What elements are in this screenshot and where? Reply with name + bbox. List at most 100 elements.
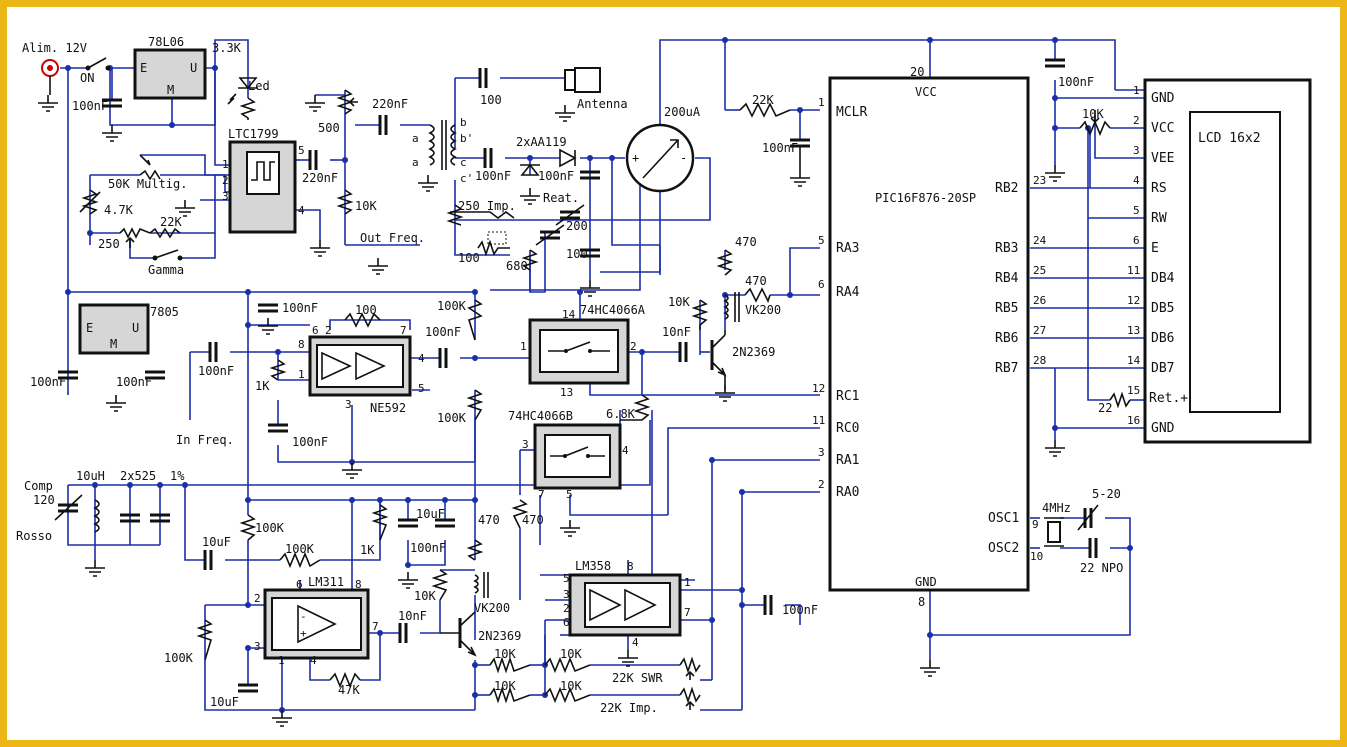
crystal-label: 4MHz xyxy=(1042,501,1071,515)
tap-a2: a xyxy=(412,156,419,169)
pic-pin-name: RC1 xyxy=(836,389,859,404)
lcd-pin-num: 4 xyxy=(1133,174,1140,187)
reg1-label: 78L06 xyxy=(148,35,184,49)
lcd-pin-name: VCC xyxy=(1151,121,1174,136)
lm311-pin-1: 1 xyxy=(278,654,285,667)
pic-pin-num: 28 xyxy=(1033,354,1046,367)
gamma-label: Gamma xyxy=(148,263,184,277)
swb-pin-7: 7 xyxy=(538,488,545,501)
ground-symbols xyxy=(38,95,1065,727)
r-680-label: 680 xyxy=(506,259,528,273)
lcd-pin-name: DB4 xyxy=(1151,271,1175,286)
mcu-pic16f876 xyxy=(828,76,1030,592)
swa-pin-1: 1 xyxy=(520,340,527,353)
lcd-pin-name: RS xyxy=(1151,181,1167,196)
r-6k8-label: 6.8K xyxy=(606,407,636,421)
t1-choke-label: VK200 xyxy=(745,303,781,317)
pic-pin-name: OSC1 xyxy=(988,511,1019,526)
lm311-pin-8: 8 xyxy=(355,578,362,591)
ltc-pin-1: 1 xyxy=(222,158,229,171)
out-freq-label: Out Freq. xyxy=(360,231,425,245)
cap-100nf-c-label: 100nF xyxy=(538,169,574,183)
led-icon xyxy=(227,77,258,105)
reg1-out-label: U xyxy=(190,61,197,75)
tap-a1: a xyxy=(412,132,419,145)
lcd-pin-name: DB5 xyxy=(1151,301,1174,316)
npo-label: 22 NPO xyxy=(1080,561,1123,575)
pic-pin-num: 1 xyxy=(818,96,825,109)
r-250-imp-label: 250 Imp. xyxy=(458,199,516,213)
ltc-pin-5: 5 xyxy=(298,144,305,157)
pic-pin-num: 10 xyxy=(1030,550,1043,563)
antenna-connector-icon xyxy=(564,67,601,93)
crystal-4mhz-icon xyxy=(1044,517,1064,547)
cap-100nf-label: 100nF xyxy=(72,99,108,113)
pic-pin-num: 6 xyxy=(818,278,825,291)
svg-text:-: - xyxy=(300,610,307,623)
lcd-pin-name: GND xyxy=(1151,91,1175,106)
ne592-pin-7: 7 xyxy=(400,324,407,337)
tol-label: 1% xyxy=(170,469,185,483)
r10k-a-label: 10K xyxy=(494,647,516,661)
pic-pin-num: 23 xyxy=(1033,174,1046,187)
lm358-pin-7: 7 xyxy=(684,606,691,619)
trimmer-5-20-label: 5-20 xyxy=(1092,487,1121,501)
r10k-b-label: 10K xyxy=(560,647,582,661)
pic-pin-num: 11 xyxy=(812,414,825,427)
lcd-pin-num: 11 xyxy=(1127,264,1140,277)
mclr-r-label: 22K xyxy=(752,93,774,107)
mixer-c-bypass-label: 100nF xyxy=(292,435,328,449)
lcd-pin-num: 15 xyxy=(1127,384,1140,397)
lm358-pin-2: 2 xyxy=(563,602,570,615)
swa-pin-13: 13 xyxy=(560,386,573,399)
choke-vk200-2-icon xyxy=(473,572,489,598)
swb-pin-4: 4 xyxy=(622,444,629,457)
caps-2x525-label: 2x525 xyxy=(120,469,156,483)
components: +- xyxy=(41,48,1312,710)
switch-a-label: 74HC4066A xyxy=(580,303,646,317)
svg-text:-: - xyxy=(680,151,687,165)
in-freq-label: In Freq. xyxy=(176,433,234,447)
pic-pin-name: RB2 xyxy=(995,181,1018,196)
lcd-pin-name: DB7 xyxy=(1151,361,1174,376)
lm311-c10uf-c-label: 10uF xyxy=(210,695,239,709)
pic-pin-name: MCLR xyxy=(836,105,867,120)
swb-pin-5: 5 xyxy=(566,488,573,501)
mixer-r-100k-b-label: 100K xyxy=(437,411,467,425)
wires xyxy=(60,39,1145,711)
mixer-r-1k-label: 1K xyxy=(255,379,270,393)
cap-100-label: 100 xyxy=(480,93,502,107)
trimmer-250-label: 250 xyxy=(98,237,120,251)
r-100-label: 100 xyxy=(458,251,480,265)
meter-label: 200uA xyxy=(664,105,701,119)
pic-pin-name: RB6 xyxy=(995,331,1018,346)
r-22k-label: 22K xyxy=(160,215,182,229)
lm311-label: LM311 xyxy=(308,575,344,589)
mclr-c-label: 100nF xyxy=(762,141,798,155)
ne592-pin-4: 4 xyxy=(418,352,425,365)
tap-c2: c' xyxy=(460,172,473,185)
lm358-pin-6: 6 xyxy=(563,616,570,629)
mixer-r-100k-a-label: 100K xyxy=(437,299,467,313)
lm311-r100k-c-label: 100K xyxy=(164,651,194,665)
lm311-c10uf-b-label: 10uF xyxy=(416,507,445,521)
lm358-pin-1: 1 xyxy=(684,576,691,589)
r10k-d-label: 10K xyxy=(560,679,582,693)
lcd-pin-num: 1 xyxy=(1133,84,1140,97)
antenna-label: Antenna xyxy=(577,97,628,111)
lcd-pin-name: Ret.+ xyxy=(1149,391,1188,406)
r-10k-label: 10K xyxy=(355,199,377,213)
ne592-label: NE592 xyxy=(370,401,406,415)
pic-pin-num: 26 xyxy=(1033,294,1046,307)
tap-c: c xyxy=(460,156,467,169)
pic-pin-num: 9 xyxy=(1032,518,1039,531)
lcd-pin-num: 5 xyxy=(1133,204,1140,217)
lcd-r-label: 22 xyxy=(1098,401,1112,415)
r-4k7-label: 4.7K xyxy=(104,203,134,217)
lcd-pin-name: DB6 xyxy=(1151,331,1174,346)
inductor-10uh-icon xyxy=(93,499,100,533)
reg1-in-label: E xyxy=(140,61,147,75)
mcu-gnd-label: GND xyxy=(915,575,937,589)
transistor-2n2369-1 xyxy=(710,330,727,385)
lcd-pin-name: E xyxy=(1151,241,1159,256)
